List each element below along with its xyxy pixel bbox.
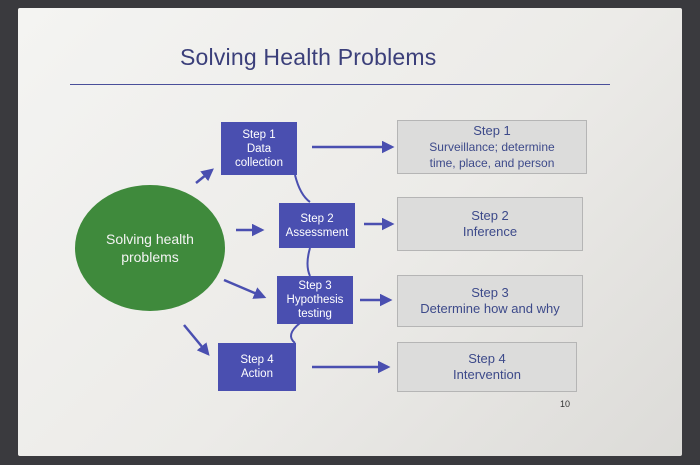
connector-step2-to-step3 [306,247,311,277]
step4-box: Step 4 Action [218,343,296,391]
result4-box: Step 4 Intervention [397,342,577,392]
center-circle: Solving health problems [75,185,225,311]
result2-box: Step 2 Inference [397,197,583,251]
result1-title: Step 1 [473,123,511,138]
slide-title: Solving Health Problems [180,44,437,70]
result3-box: Step 3 Determine how and why [397,275,583,327]
arrow-circle-to-step3 [223,278,267,299]
result2-title: Step 2 [471,208,509,223]
result2-text: Inference [462,224,518,239]
step1-box: Step 1 Data collection [221,122,297,175]
result4-text: Intervention [453,367,521,382]
connector-step1-to-step2 [294,174,311,203]
page-number: 10 [560,399,571,409]
step2-box: Step 2 Assessment [279,203,355,248]
result1-text: Surveillance; determine time, place, and… [429,140,555,170]
title-underline [70,84,610,85]
result3-text: Determine how and why [420,301,560,316]
result1-box: Step 1 Surveillance; determine time, pla… [397,120,587,174]
result3-title: Step 3 [471,285,509,300]
step3-box: Step 3 Hypothesis testing [277,276,353,324]
connector-step3-to-step4 [290,322,301,344]
arrow-circle-to-step1 [195,168,214,184]
arrow-circle-to-step4 [183,324,210,356]
result4-title: Step 4 [468,351,506,366]
